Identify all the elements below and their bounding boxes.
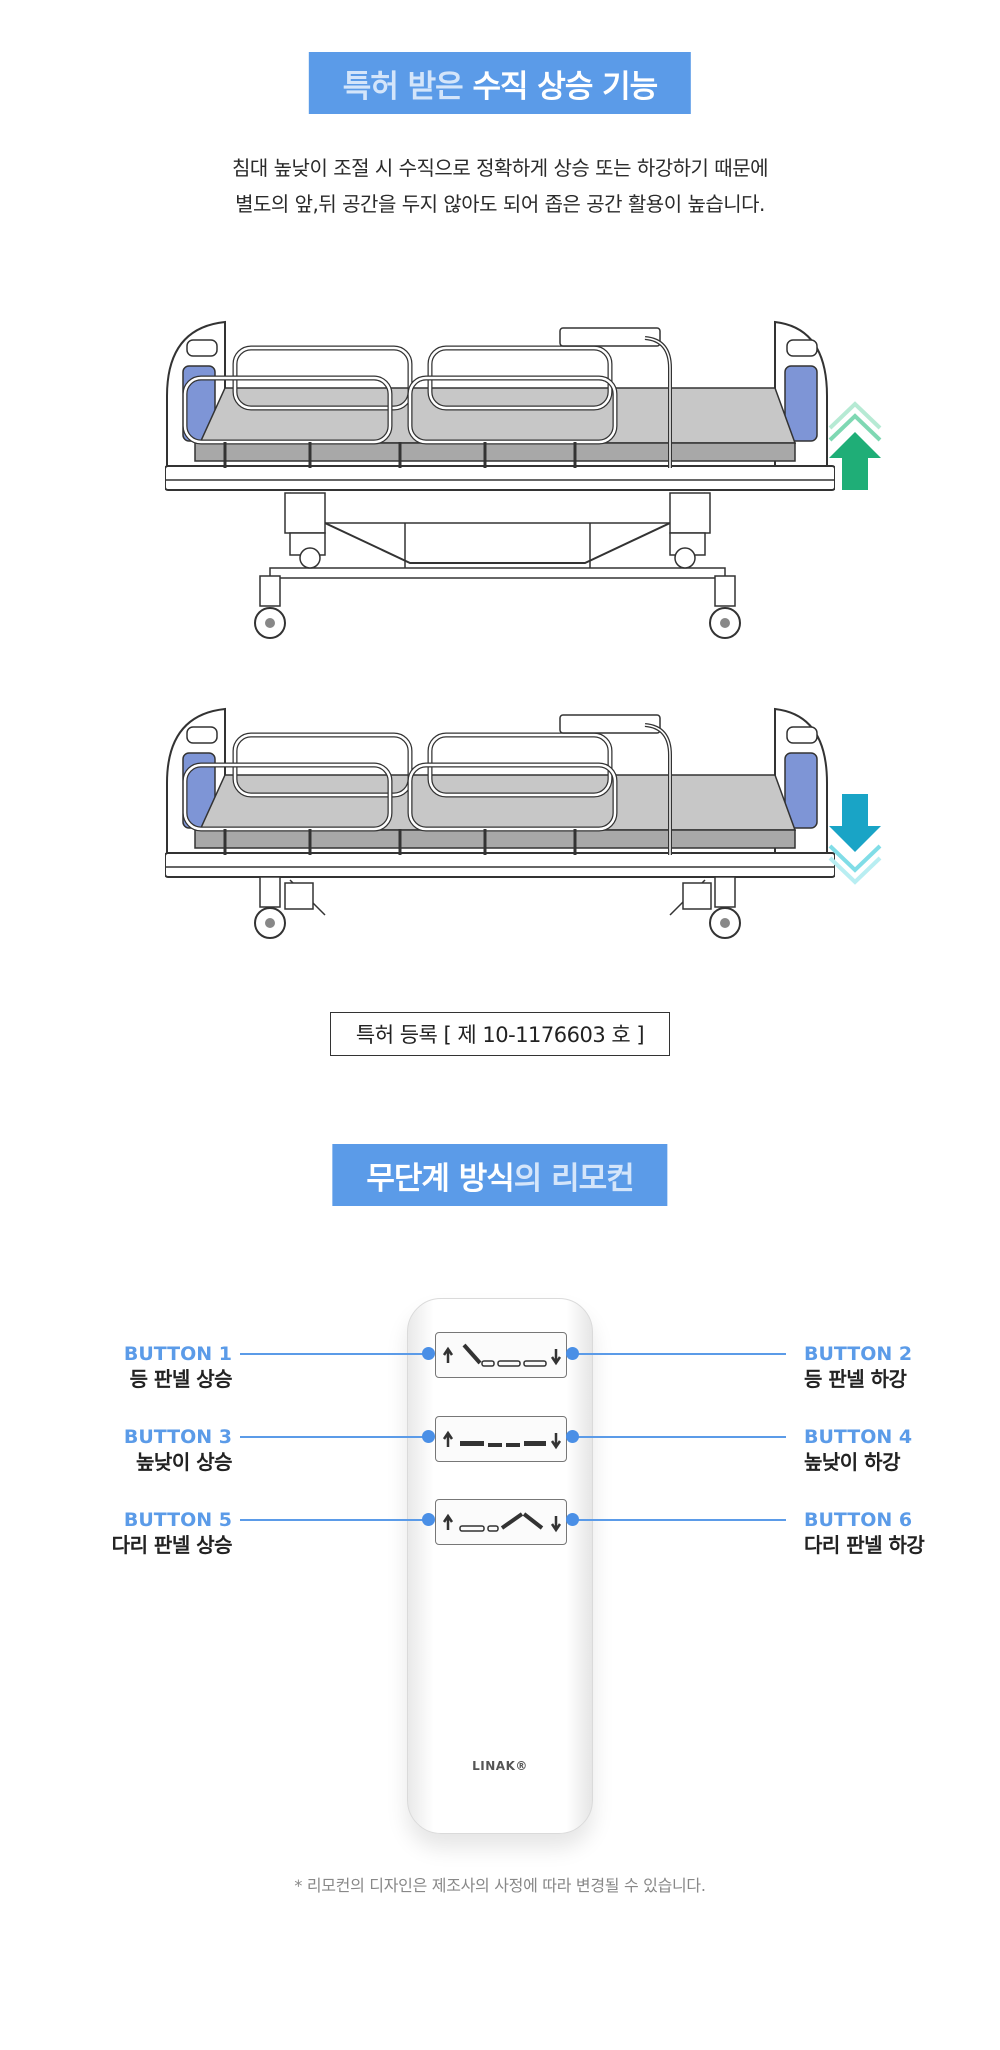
button-3-desc: 높낮이 상승 — [136, 1450, 232, 1474]
height-icon — [442, 1430, 562, 1450]
button-2-desc: 등 판넬 하강 — [804, 1367, 907, 1391]
callout-line-button-1 — [240, 1353, 426, 1355]
callout-line-button-2 — [574, 1353, 786, 1355]
callout-dot-button-4 — [566, 1430, 579, 1443]
title-light-part: 리모컨 — [551, 1160, 635, 1197]
callout-line-button-6 — [574, 1519, 786, 1521]
remote-height-button[interactable] — [435, 1416, 567, 1462]
callout-dot-button-3 — [422, 1430, 435, 1443]
label-button-5: BUTTON 5 다리 판넬 상승 — [111, 1508, 233, 1558]
arrow-down-icon — [828, 794, 882, 885]
button-3-name: BUTTON 3 — [123, 1426, 232, 1448]
brand-logo: LINAK® — [472, 1759, 528, 1773]
button-2-name: BUTTON 2 — [804, 1343, 913, 1365]
arrow-up-icon — [828, 401, 882, 490]
title-bold-part: 무단계 방식 — [366, 1160, 514, 1197]
button-5-desc: 다리 판넬 상승 — [111, 1533, 233, 1557]
title-bold-part: 수직 상승 기능 — [472, 68, 658, 105]
bed-lowered-illustration — [165, 707, 835, 939]
section-title-vertical-lift: 특허 받은 수직 상승 기능 — [308, 52, 692, 114]
back-panel-icon — [442, 1343, 562, 1367]
description-line-1: 침대 높낮이 조절 시 수직으로 정확하게 상승 또는 하강하기 때문에 — [231, 156, 769, 180]
callout-line-button-5 — [240, 1519, 426, 1521]
button-1-desc: 등 판넬 상승 — [129, 1367, 233, 1391]
button-1-name: BUTTON 1 — [123, 1343, 232, 1365]
callout-dot-button-2 — [566, 1347, 579, 1360]
title-particle: 의 — [513, 1160, 543, 1197]
remote-back-panel-button[interactable] — [435, 1332, 567, 1378]
label-button-2: BUTTON 2 등 판넬 하강 — [804, 1342, 912, 1392]
callout-line-button-4 — [574, 1436, 786, 1438]
patent-registration-label: 특허 등록 [ 제 10-1176603 호 ] — [330, 1012, 670, 1056]
callout-dot-button-6 — [566, 1513, 579, 1526]
leg-panel-icon — [442, 1512, 562, 1533]
button-5-name: BUTTON 5 — [123, 1509, 232, 1531]
button-6-name: BUTTON 6 — [804, 1509, 913, 1531]
label-button-4: BUTTON 4 높낮이 하강 — [804, 1425, 912, 1475]
label-button-6: BUTTON 6 다리 판넬 하강 — [804, 1508, 925, 1558]
callout-dot-button-5 — [422, 1513, 435, 1526]
button-4-name: BUTTON 4 — [804, 1426, 913, 1448]
title-light-part: 특허 받은 — [342, 68, 464, 105]
remote-control: LINAK® — [407, 1298, 593, 1834]
button-6-desc: 다리 판넬 하강 — [804, 1533, 925, 1557]
remote-leg-panel-button[interactable] — [435, 1499, 567, 1545]
label-button-3: BUTTON 3 높낮이 상승 — [123, 1425, 233, 1475]
description-line-2: 별도의 앞,뒤 공간을 두지 않아도 되어 좁은 공간 활용이 높습니다. — [235, 192, 765, 216]
design-change-note: * 리모컨의 디자인은 제조사의 사정에 따라 변경될 수 있습니다. — [294, 1876, 706, 1895]
vertical-lift-description: 침대 높낮이 조절 시 수직으로 정확하게 상승 또는 하강하기 때문에 별도의… — [0, 150, 1000, 222]
callout-dot-button-1 — [422, 1347, 435, 1360]
callout-line-button-3 — [240, 1436, 426, 1438]
bed-raised-illustration — [165, 320, 835, 639]
button-4-desc: 높낮이 하강 — [804, 1450, 900, 1474]
label-button-1: BUTTON 1 등 판넬 상승 — [123, 1342, 233, 1392]
